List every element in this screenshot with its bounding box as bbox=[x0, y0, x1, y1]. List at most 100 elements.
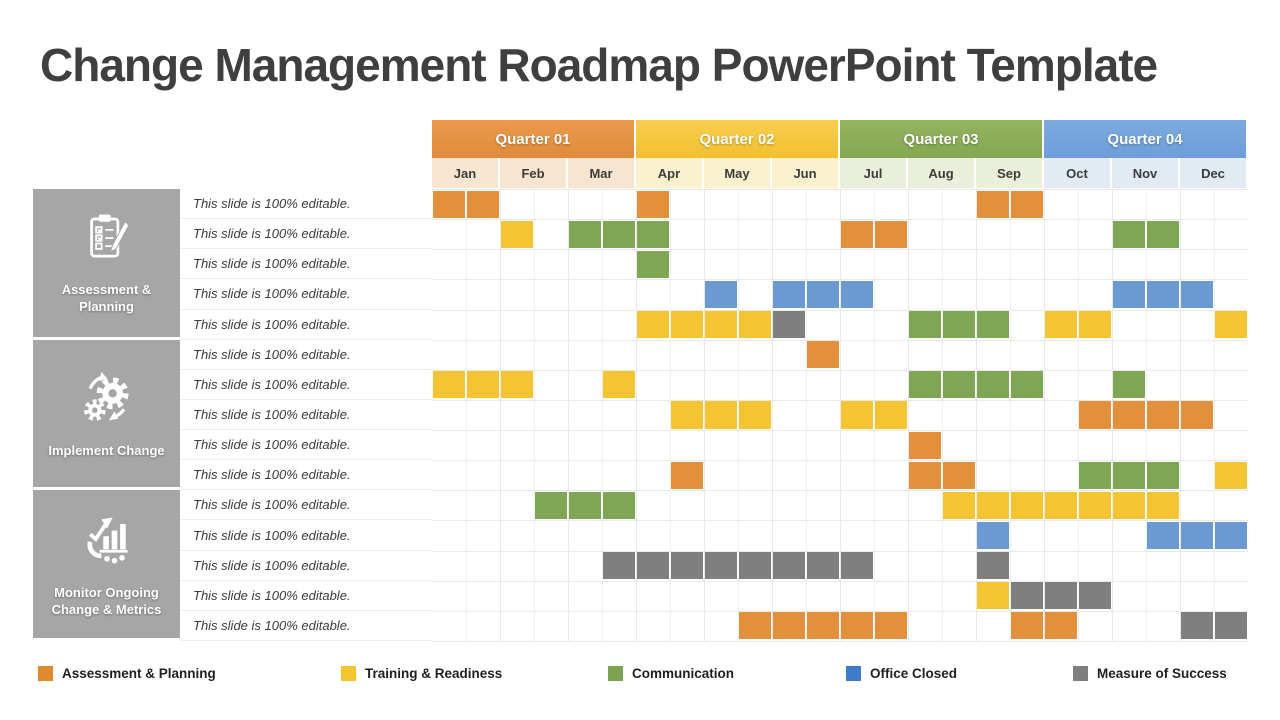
gantt-cell-assessment bbox=[1113, 401, 1145, 429]
gantt-cell-training bbox=[1215, 311, 1247, 339]
gantt-cell-measure bbox=[603, 552, 635, 580]
slide-title: Change Management Roadmap PowerPoint Tem… bbox=[40, 39, 1158, 91]
grid-line-horizontal bbox=[432, 430, 1248, 431]
grid-line-vertical bbox=[1146, 189, 1147, 641]
gantt-cell-assessment bbox=[1011, 190, 1043, 218]
month-header: Sep bbox=[976, 158, 1044, 188]
month-header: Apr bbox=[636, 158, 704, 188]
gantt-cell-training bbox=[501, 371, 533, 399]
grid-line-horizontal bbox=[432, 310, 1248, 311]
task-row-label: This slide is 100% editable. bbox=[180, 219, 432, 250]
task-row-label: This slide is 100% editable. bbox=[180, 249, 432, 280]
legend-label: Communication bbox=[632, 666, 735, 681]
grid-line-horizontal bbox=[432, 370, 1248, 371]
legend-label: Training & Readiness bbox=[365, 666, 503, 681]
grid-line-horizontal bbox=[432, 249, 1248, 250]
gantt-cell-training bbox=[467, 371, 499, 399]
month-header: Feb bbox=[500, 158, 568, 188]
task-row-label: This slide is 100% editable. bbox=[180, 279, 432, 310]
legend-swatch bbox=[341, 666, 356, 681]
month-header: Jan bbox=[432, 158, 500, 188]
gantt-cell-communication bbox=[943, 311, 975, 339]
legend-item: Training & Readiness bbox=[341, 666, 502, 681]
gantt-cell-office bbox=[1181, 521, 1213, 550]
gantt-cell-communication bbox=[569, 491, 601, 519]
gantt-cell-training bbox=[705, 311, 737, 339]
gantt-cell-measure bbox=[739, 552, 771, 580]
legend-swatch bbox=[1073, 666, 1088, 681]
legend-label: Office Closed bbox=[870, 666, 958, 681]
gantt-cell-training bbox=[943, 491, 975, 519]
gantt-cell-training bbox=[671, 311, 703, 339]
grid-line-horizontal bbox=[432, 460, 1248, 461]
gantt-cell-assessment bbox=[1147, 401, 1179, 429]
gantt-cell-training bbox=[637, 311, 669, 339]
task-row-label: This slide is 100% editable. bbox=[180, 460, 432, 491]
gantt-cell-training bbox=[1045, 491, 1077, 519]
gears-icon bbox=[77, 368, 137, 433]
gantt-cell-communication bbox=[909, 371, 941, 399]
gantt-cell-office bbox=[773, 280, 805, 309]
gantt-cell-assessment bbox=[1045, 612, 1077, 640]
phase-group-2: Implement Change bbox=[33, 339, 180, 488]
gantt-cell-communication bbox=[1079, 461, 1111, 489]
grid-line-vertical bbox=[1078, 189, 1079, 641]
gantt-cell-assessment bbox=[1181, 401, 1213, 429]
gantt-cell-training bbox=[1147, 491, 1179, 519]
phase-group-label: Assessment & Planning bbox=[61, 282, 152, 315]
gantt-cell-office bbox=[841, 280, 873, 309]
gantt-cell-training bbox=[603, 371, 635, 399]
grid-line-vertical bbox=[908, 189, 909, 641]
gantt-cell-assessment bbox=[977, 190, 1009, 218]
grid-line-vertical bbox=[874, 189, 875, 641]
task-row-label: This slide is 100% editable. bbox=[180, 490, 432, 521]
gantt-cell-communication bbox=[943, 371, 975, 399]
phase-group-label: Monitor Ongoing Change & Metrics bbox=[51, 584, 162, 617]
gantt-cell-training bbox=[705, 401, 737, 429]
month-header: Mar bbox=[568, 158, 636, 188]
gantt-cell-communication bbox=[569, 220, 601, 248]
gantt-cell-training bbox=[433, 371, 465, 399]
gantt-cell-training bbox=[671, 401, 703, 429]
gantt-cell-communication bbox=[1113, 220, 1145, 248]
gantt-cell-office bbox=[705, 280, 737, 309]
gantt-cell-training bbox=[739, 311, 771, 339]
gantt-cell-assessment bbox=[841, 612, 873, 640]
task-row-label: This slide is 100% editable. bbox=[180, 520, 432, 551]
legend-item: Assessment & Planning bbox=[38, 666, 216, 681]
quarter-header: Quarter 04 bbox=[1044, 120, 1246, 158]
grid-line-horizontal bbox=[432, 400, 1248, 401]
grid-line-vertical bbox=[1044, 189, 1045, 641]
gantt-cell-assessment bbox=[773, 612, 805, 640]
gantt-cell-assessment bbox=[467, 190, 499, 218]
gantt-cell-assessment bbox=[807, 341, 839, 369]
grid-line-horizontal bbox=[432, 219, 1248, 220]
legend-label: Measure of Success bbox=[1097, 666, 1227, 681]
gantt-cell-communication bbox=[977, 371, 1009, 399]
gantt-cell-communication bbox=[637, 220, 669, 248]
gantt-cell-assessment bbox=[637, 190, 669, 218]
gantt-cell-training bbox=[1113, 491, 1145, 519]
grid-line-vertical bbox=[466, 189, 467, 641]
grid-line-horizontal bbox=[432, 551, 1248, 552]
phase-group-label: Implement Change bbox=[48, 442, 165, 458]
gantt-cell-measure bbox=[671, 552, 703, 580]
gantt-cell-measure bbox=[705, 552, 737, 580]
gantt-cell-training bbox=[1079, 311, 1111, 339]
quarter-header: Quarter 03 bbox=[840, 120, 1042, 158]
gantt-cell-office bbox=[1181, 280, 1213, 309]
gantt-cell-office bbox=[807, 280, 839, 309]
quarter-header: Quarter 01 bbox=[432, 120, 634, 158]
gantt-cell-measure bbox=[807, 552, 839, 580]
gantt-cell-communication bbox=[535, 491, 567, 519]
task-row-label: This slide is 100% editable. bbox=[180, 400, 432, 431]
gantt-cell-training bbox=[1079, 491, 1111, 519]
grid-line-horizontal bbox=[432, 189, 1248, 190]
grid-line-horizontal bbox=[432, 641, 1248, 642]
gantt-cell-measure bbox=[1181, 612, 1213, 640]
legend-item: Measure of Success bbox=[1073, 666, 1227, 681]
gantt-cell-training bbox=[977, 491, 1009, 519]
gantt-cell-measure bbox=[1045, 582, 1077, 610]
gantt-cell-communication bbox=[1147, 461, 1179, 489]
legend-label: Assessment & Planning bbox=[62, 666, 216, 681]
